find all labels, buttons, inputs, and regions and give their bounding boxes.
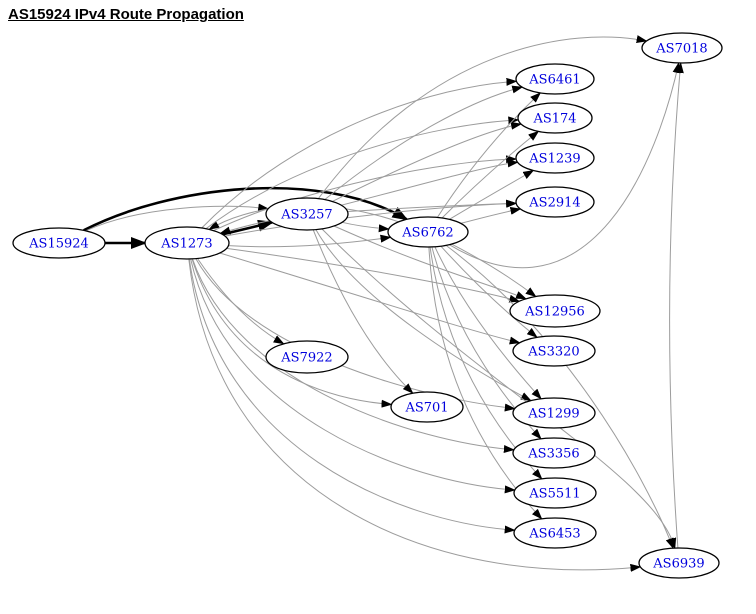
node-AS12956[interactable]: AS12956 bbox=[509, 294, 601, 328]
node-ellipse-AS3257[interactable] bbox=[265, 197, 349, 231]
node-AS6461[interactable]: AS6461 bbox=[515, 63, 595, 95]
node-AS6762[interactable]: AS6762 bbox=[387, 216, 469, 248]
node-ellipse-AS7018[interactable] bbox=[641, 32, 723, 64]
node-label-AS3257[interactable]: AS3257 bbox=[280, 208, 332, 223]
edge-AS15924-AS3257 bbox=[85, 203, 270, 232]
page-title: AS15924 IPv4 Route Propagation bbox=[8, 6, 244, 23]
edge-AS1273-AS174 bbox=[205, 116, 520, 230]
node-ellipse-AS1273[interactable] bbox=[144, 226, 230, 260]
edge-AS6762-AS6939 bbox=[445, 244, 674, 550]
edge-AS3257-AS7018 bbox=[317, 35, 648, 199]
edge-AS1273-AS701 bbox=[191, 258, 393, 408]
edge-AS1273-AS5511 bbox=[190, 258, 516, 494]
node-ellipse-AS6939[interactable] bbox=[638, 547, 720, 579]
node-AS7018[interactable]: AS7018 bbox=[641, 32, 723, 64]
edge-AS1273-AS3320 bbox=[219, 252, 521, 345]
node-ellipse-AS6453[interactable] bbox=[513, 517, 597, 549]
edge-AS1273-AS1239 bbox=[213, 155, 518, 232]
node-label-AS3356[interactable]: AS3356 bbox=[527, 447, 579, 462]
edge-AS6762-AS1299 bbox=[434, 246, 542, 400]
node-label-AS6939[interactable]: AS6939 bbox=[652, 557, 704, 572]
node-label-AS7922[interactable]: AS7922 bbox=[280, 351, 332, 366]
node-label-AS5511[interactable]: AS5511 bbox=[528, 487, 580, 502]
node-label-AS15924[interactable]: AS15924 bbox=[28, 237, 89, 252]
edge-AS6762-AS12956 bbox=[451, 243, 537, 298]
node-ellipse-AS6762[interactable] bbox=[387, 216, 469, 248]
edge-AS6762-AS1239 bbox=[449, 170, 535, 220]
edge-AS6762-AS174 bbox=[441, 130, 540, 219]
edge-AS1273-AS12956 bbox=[226, 247, 521, 303]
node-AS2914[interactable]: AS2914 bbox=[515, 186, 595, 218]
node-label-AS1239[interactable]: AS1239 bbox=[528, 152, 580, 167]
edge-AS1273-AS6762 bbox=[228, 234, 392, 248]
edge-AS1273-AS6461 bbox=[201, 77, 518, 229]
node-ellipse-AS701[interactable] bbox=[390, 391, 464, 423]
node-AS1273[interactable]: AS1273 bbox=[144, 226, 230, 260]
node-AS174[interactable]: AS174 bbox=[517, 102, 593, 134]
edge-AS3257-AS1299 bbox=[315, 229, 532, 402]
node-label-AS701[interactable]: AS701 bbox=[404, 401, 448, 416]
node-ellipse-AS15924[interactable] bbox=[12, 227, 106, 259]
node-AS3356[interactable]: AS3356 bbox=[512, 437, 596, 469]
edge-AS3257-AS12956 bbox=[333, 225, 527, 300]
node-ellipse-AS1239[interactable] bbox=[515, 142, 595, 174]
node-ellipse-AS5511[interactable] bbox=[513, 477, 597, 509]
node-ellipse-AS6461[interactable] bbox=[515, 63, 595, 95]
node-label-AS6762[interactable]: AS6762 bbox=[401, 226, 453, 241]
node-ellipse-AS3356[interactable] bbox=[512, 437, 596, 469]
node-AS1239[interactable]: AS1239 bbox=[515, 142, 595, 174]
node-AS3320[interactable]: AS3320 bbox=[512, 335, 596, 367]
node-ellipse-AS1299[interactable] bbox=[512, 397, 596, 429]
edge-AS3257-AS1273 bbox=[219, 220, 270, 235]
node-ellipse-AS2914[interactable] bbox=[515, 186, 595, 218]
edge-AS3257-AS6461 bbox=[324, 85, 524, 200]
node-label-AS1273[interactable]: AS1273 bbox=[160, 237, 212, 252]
edge-AS6939-AS7018 bbox=[669, 62, 684, 549]
node-AS1299[interactable]: AS1299 bbox=[512, 397, 596, 429]
node-AS3257[interactable]: AS3257 bbox=[265, 197, 349, 231]
edge-AS3257-AS1239 bbox=[341, 159, 519, 206]
edge-AS15924-AS6762 bbox=[83, 186, 409, 232]
node-AS6939[interactable]: AS6939 bbox=[638, 547, 720, 579]
node-label-AS12956[interactable]: AS12956 bbox=[524, 305, 585, 320]
edge-AS6762-AS6453 bbox=[428, 246, 543, 520]
edge-AS6762-AS7018 bbox=[449, 62, 681, 269]
edge-AS3257-AS174 bbox=[332, 121, 523, 202]
node-AS15924[interactable]: AS15924 bbox=[12, 227, 106, 259]
node-label-AS1299[interactable]: AS1299 bbox=[527, 407, 579, 422]
node-ellipse-AS7922[interactable] bbox=[265, 340, 349, 374]
node-ellipse-AS12956[interactable] bbox=[509, 294, 601, 328]
node-ellipse-AS174[interactable] bbox=[517, 102, 593, 134]
edge-AS3257-AS2914 bbox=[347, 199, 518, 212]
node-label-AS7018[interactable]: AS7018 bbox=[655, 42, 707, 57]
node-AS6453[interactable]: AS6453 bbox=[513, 517, 597, 549]
node-AS7922[interactable]: AS7922 bbox=[265, 340, 349, 374]
edge-AS6762-AS2914 bbox=[460, 206, 522, 224]
node-ellipse-AS3320[interactable] bbox=[512, 335, 596, 367]
node-label-AS3320[interactable]: AS3320 bbox=[527, 345, 579, 360]
node-label-AS174[interactable]: AS174 bbox=[532, 112, 576, 127]
edge-AS3257-AS6939 bbox=[321, 228, 677, 550]
node-AS5511[interactable]: AS5511 bbox=[513, 477, 597, 509]
edge-AS1273-AS6939 bbox=[188, 258, 642, 572]
node-label-AS2914[interactable]: AS2914 bbox=[528, 196, 580, 211]
node-label-AS6453[interactable]: AS6453 bbox=[528, 527, 580, 542]
edge-AS1273-AS6453 bbox=[188, 258, 516, 534]
edge-AS1273-AS1299 bbox=[195, 258, 516, 412]
edge-AS6762-AS3320 bbox=[440, 245, 538, 338]
node-label-AS6461[interactable]: AS6461 bbox=[528, 73, 580, 88]
node-AS701[interactable]: AS701 bbox=[390, 391, 464, 423]
edge-AS3257-AS6762 bbox=[341, 221, 390, 233]
edge-AS3257-AS701 bbox=[312, 229, 414, 394]
edge-AS6762-AS6461 bbox=[436, 92, 542, 218]
edge-AS1273-AS7922 bbox=[197, 258, 285, 345]
edges-layer bbox=[83, 35, 684, 572]
edge-AS1273-AS3356 bbox=[192, 258, 515, 453]
